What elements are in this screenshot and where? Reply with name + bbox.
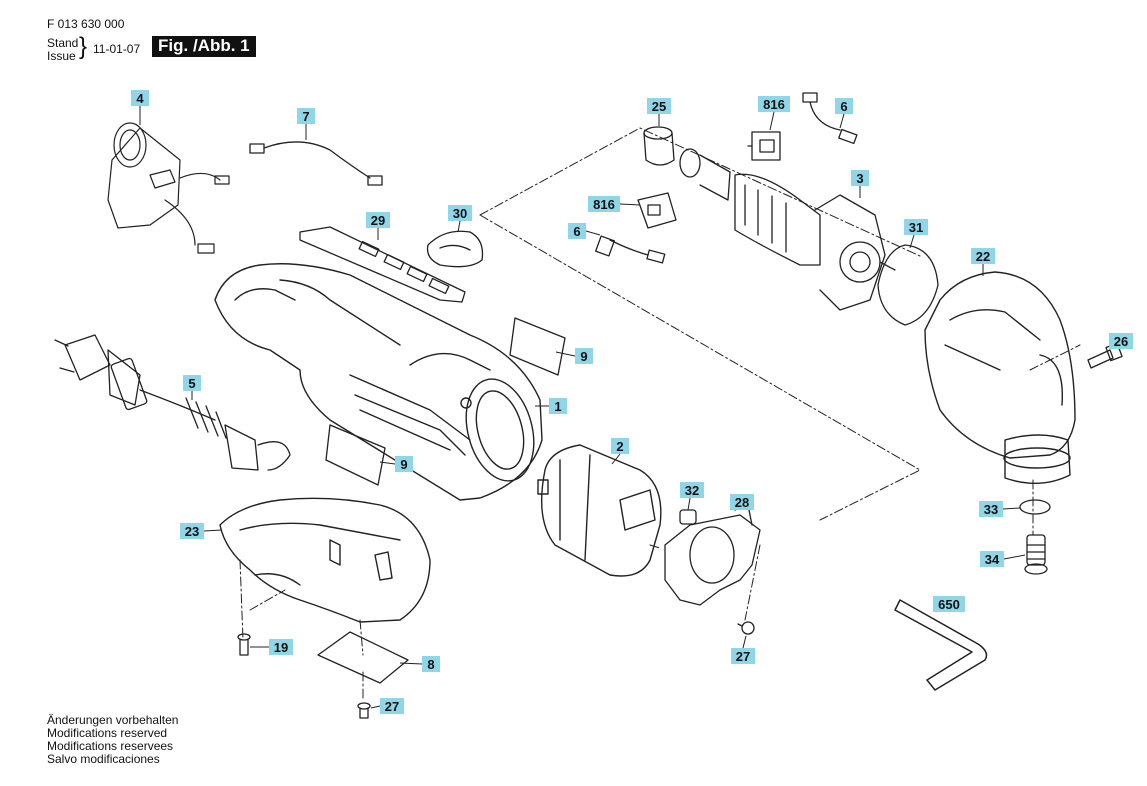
part-brush-wire-6-upper xyxy=(802,92,858,145)
callout-29: 29 xyxy=(366,212,390,240)
svg-text:650: 650 xyxy=(938,597,960,612)
svg-text:5: 5 xyxy=(188,376,195,391)
svg-text:7: 7 xyxy=(302,109,309,124)
callout-9-lower: 9 xyxy=(379,456,413,472)
callout-816-lower: 816 xyxy=(588,196,641,212)
part-label-8 xyxy=(317,631,409,684)
callout-34: 34 xyxy=(980,551,1026,567)
svg-text:1: 1 xyxy=(554,399,561,414)
callout-1: 1 xyxy=(535,398,567,414)
stand-label: Stand xyxy=(47,36,79,50)
callout-23: 23 xyxy=(180,523,223,539)
part-cover-23 xyxy=(219,497,431,623)
callout-32: 32 xyxy=(680,482,704,511)
part-brush-holder-816-lower xyxy=(637,192,677,229)
part-wire-7 xyxy=(249,141,383,186)
part-mains-cable-5 xyxy=(54,334,291,471)
svg-text:9: 9 xyxy=(580,349,587,364)
brace-symbol: } xyxy=(79,33,88,60)
note-es: Salvo modificaciones xyxy=(47,752,160,766)
note-en: Modifications reserved xyxy=(47,726,168,740)
callout-8: 8 xyxy=(399,656,440,672)
stand-issue-label: Stand Issue xyxy=(47,37,78,63)
part-screw-27-upper xyxy=(737,621,755,635)
part-switch-button-30 xyxy=(426,230,484,268)
part-switch-slide-29 xyxy=(299,226,466,303)
part-gear-head-22 xyxy=(924,271,1076,485)
part-speed-control xyxy=(107,122,230,254)
callout-27-upper: 27 xyxy=(731,635,755,664)
callout-27-lower: 27 xyxy=(370,698,404,714)
svg-text:29: 29 xyxy=(371,213,385,228)
part-hex-key-650 xyxy=(894,599,988,691)
svg-text:32: 32 xyxy=(685,483,699,498)
callout-26: 26 xyxy=(1109,333,1133,349)
svg-text:4: 4 xyxy=(136,91,144,106)
svg-text:2: 2 xyxy=(616,439,623,454)
callout-28: 28 xyxy=(730,494,754,510)
callout-650: 650 xyxy=(933,596,965,612)
issue-date: 11-01-07 xyxy=(93,42,141,56)
callout-4: 4 xyxy=(131,90,149,125)
issue-label: Issue xyxy=(47,49,76,63)
part-brush-wire-6-lower xyxy=(595,235,666,264)
svg-text:23: 23 xyxy=(185,524,199,539)
callout-6-lower: 6 xyxy=(568,223,601,239)
part-screw-19 xyxy=(237,633,251,656)
part-field-2 xyxy=(537,444,662,577)
callout-2: 2 xyxy=(611,438,629,465)
svg-text:25: 25 xyxy=(652,99,666,114)
part-armature-3 xyxy=(679,148,896,311)
part-washer-33 xyxy=(1019,499,1051,515)
callout-19: 19 xyxy=(250,639,293,655)
part-label-9-upper xyxy=(509,317,566,376)
document-number: F 013 630 000 xyxy=(47,17,125,31)
note-de: Änderungen vorbehalten xyxy=(47,713,179,727)
note-fr: Modifications reservees xyxy=(47,739,174,753)
svg-text:816: 816 xyxy=(593,197,615,212)
svg-text:9: 9 xyxy=(400,457,407,472)
callout-3: 3 xyxy=(851,170,869,198)
part-brush-holder-816-upper xyxy=(747,131,781,161)
figure-badge: Fig. /Abb. 1 xyxy=(152,36,256,57)
modification-notes: Änderungen vorbehalten Modifications res… xyxy=(47,714,178,766)
callout-816-upper: 816 xyxy=(758,96,790,131)
part-bracket-28 xyxy=(664,504,761,606)
svg-text:6: 6 xyxy=(573,224,580,239)
callout-6-upper: 6 xyxy=(835,98,853,129)
svg-text:19: 19 xyxy=(274,640,288,655)
svg-text:27: 27 xyxy=(736,649,750,664)
callout-22: 22 xyxy=(971,248,995,276)
svg-text:22: 22 xyxy=(976,249,990,264)
svg-text:8: 8 xyxy=(427,657,434,672)
part-bearing-25 xyxy=(643,126,675,166)
callout-5: 5 xyxy=(183,375,201,400)
part-bushing-32 xyxy=(679,509,697,525)
svg-text:6: 6 xyxy=(840,99,847,114)
svg-text:33: 33 xyxy=(984,502,998,517)
svg-text:31: 31 xyxy=(909,220,923,235)
callout-7: 7 xyxy=(297,108,315,140)
svg-text:816: 816 xyxy=(763,97,785,112)
callout-33: 33 xyxy=(979,501,1021,517)
svg-text:34: 34 xyxy=(985,552,1000,567)
assembly-lines xyxy=(239,127,1081,701)
part-screw-27-lower xyxy=(357,702,371,719)
svg-text:30: 30 xyxy=(453,206,467,221)
callout-labels: 4 7 25 816 6 816 6 3 29 30 31 22 26 9 1 … xyxy=(131,90,1133,714)
part-o-ring-31 xyxy=(877,244,939,326)
svg-text:3: 3 xyxy=(856,171,863,186)
part-screw-34 xyxy=(1024,534,1048,575)
svg-text:28: 28 xyxy=(735,495,749,510)
part-label-9-lower xyxy=(325,424,386,486)
svg-text:27: 27 xyxy=(385,699,399,714)
callout-31: 31 xyxy=(904,219,928,249)
callout-9-upper: 9 xyxy=(555,348,593,364)
callout-30: 30 xyxy=(448,205,472,233)
svg-text:26: 26 xyxy=(1114,334,1128,349)
part-housing-1 xyxy=(214,263,543,501)
callout-25: 25 xyxy=(647,98,671,126)
